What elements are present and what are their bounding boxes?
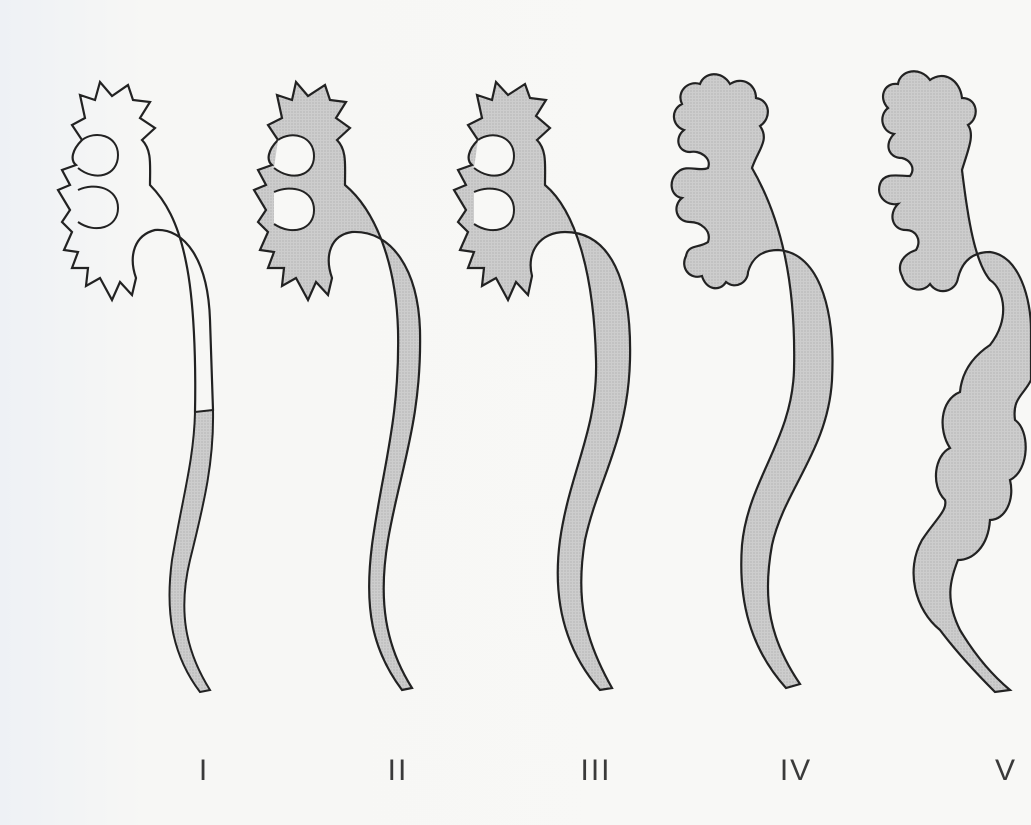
stage-3-kidney-ureter (454, 82, 630, 690)
stage-2-collecting-system (254, 82, 420, 690)
stage-label-3: III (580, 756, 611, 786)
stage-4-kidney-ureter (672, 74, 833, 688)
stage-1-calyx-cup-1 (78, 135, 118, 176)
stage-label-5: V (995, 756, 1017, 786)
stage-label-1: I (199, 756, 209, 786)
stage-label-4: IV (780, 756, 812, 786)
stage-4-collecting-system (672, 74, 833, 688)
stage-1-refluxed-ureter (169, 410, 213, 692)
stage-3-calyx-cup-2 (474, 189, 514, 231)
stage-5-kidney-ureter (879, 71, 1031, 692)
stage-2-calyx-cup-1 (274, 135, 314, 175)
stage-3-calyx-cup-1 (474, 135, 514, 175)
stage-1-collecting-system (58, 82, 213, 415)
stage-5-collecting-system (879, 71, 1031, 692)
stage-1-kidney-ureter (58, 82, 213, 692)
stage-2-kidney-ureter (254, 82, 420, 690)
stage-label-2: II (388, 756, 409, 786)
stage-2-calyx-cup-2 (274, 189, 314, 231)
stage-1-calyx-cup-2 (78, 187, 118, 229)
